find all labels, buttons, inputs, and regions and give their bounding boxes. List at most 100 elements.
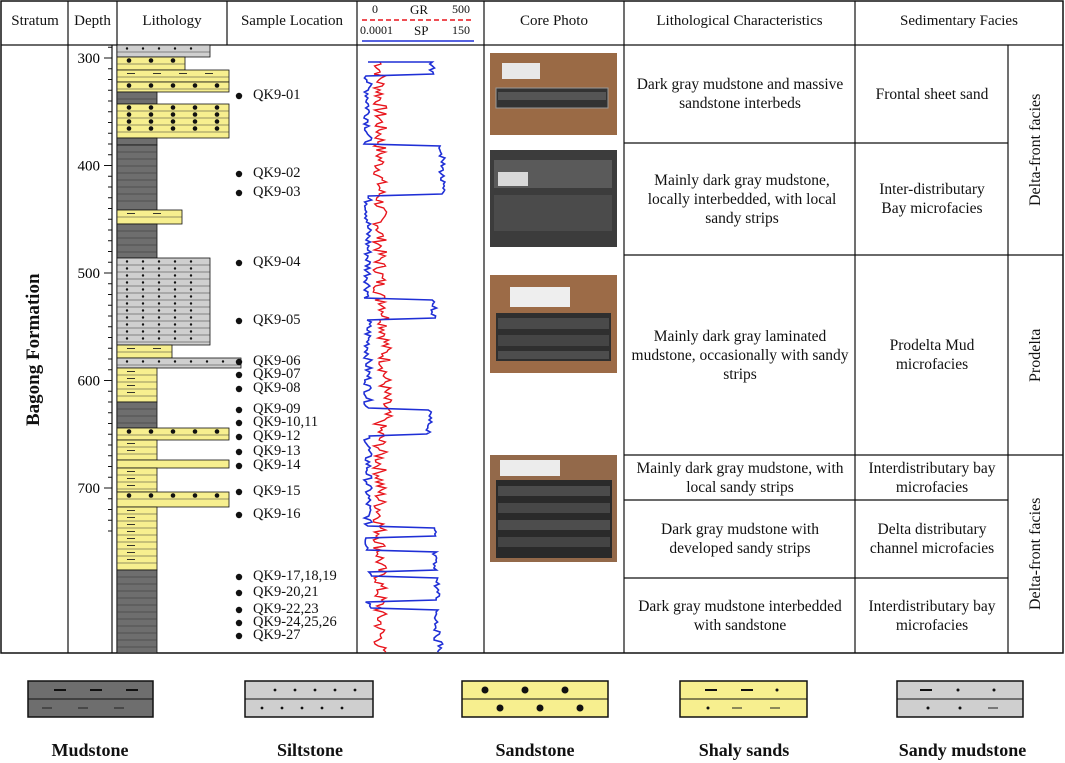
silt-grain bbox=[189, 323, 193, 326]
header-sedimentary-facies: Sedimentary Facies bbox=[900, 13, 1018, 29]
legend-sandy-mudstone: Sandy mudstone bbox=[898, 740, 1027, 760]
microfacies-6: Interdistributary bay microfacies bbox=[868, 597, 996, 634]
lithology-layer-mud bbox=[116, 137, 158, 146]
lithology-layer-shaly bbox=[116, 439, 158, 461]
sand-grain bbox=[192, 429, 198, 434]
sample-label: QK9-05 bbox=[253, 312, 301, 328]
silt-grain bbox=[157, 302, 161, 305]
core-photo-4 bbox=[490, 455, 617, 562]
sample-label: QK9-13 bbox=[253, 443, 301, 459]
sample-marker bbox=[235, 448, 243, 456]
microfacies-1: Frontal sheet sand bbox=[875, 85, 989, 103]
sand-grain bbox=[148, 119, 154, 124]
silt-grain bbox=[141, 295, 145, 298]
core-photo-1 bbox=[490, 53, 617, 135]
sand-grain bbox=[148, 58, 154, 63]
lithology-layer-mud bbox=[116, 401, 158, 429]
silt-grain bbox=[173, 323, 177, 326]
lithology-layer-mud bbox=[116, 223, 158, 259]
sample-label: QK9-15 bbox=[253, 483, 301, 499]
silt-grain bbox=[157, 316, 161, 319]
lithology-layer-shaly bbox=[116, 506, 158, 571]
silt-grain bbox=[173, 360, 177, 363]
silt-grain bbox=[141, 337, 145, 340]
silt-grain bbox=[125, 302, 129, 305]
lithology-layer-sand bbox=[116, 459, 230, 469]
header-stratum: Stratum bbox=[11, 13, 59, 29]
sand-grain bbox=[214, 112, 220, 117]
header-lithology: Lithology bbox=[142, 13, 202, 29]
silt-grain bbox=[141, 260, 145, 263]
sand-grain bbox=[126, 112, 132, 117]
lith-char-1: Dark gray mudstone and massive sandstone… bbox=[636, 76, 844, 112]
header-depth: Depth bbox=[74, 13, 111, 29]
header-core-photo: Core Photo bbox=[520, 13, 588, 29]
sp-label: SP bbox=[414, 23, 429, 38]
sand-grain bbox=[214, 119, 220, 124]
sample-label: QK9-16 bbox=[253, 506, 301, 522]
silt-grain bbox=[125, 267, 129, 270]
lithology-layer-mud bbox=[116, 569, 158, 654]
lithology-layer-siltlines bbox=[116, 257, 211, 346]
header-lithological-characteristics: Lithological Characteristics bbox=[656, 13, 823, 29]
sand-grain bbox=[148, 493, 154, 498]
sand-grain bbox=[192, 83, 198, 88]
silt-grain bbox=[189, 288, 193, 291]
silt-grain bbox=[173, 316, 177, 319]
silt-grain bbox=[157, 267, 161, 270]
sample-marker bbox=[235, 632, 243, 640]
sand-grain bbox=[170, 105, 176, 110]
lith-char-6: Dark gray mudstone interbedded with sand… bbox=[638, 597, 842, 634]
silt-grain bbox=[141, 330, 145, 333]
silt-grain bbox=[157, 337, 161, 340]
lith-char-2: Mainly dark gray mudstone, locally inter… bbox=[647, 171, 837, 227]
legend-sandstone: Sandstone bbox=[495, 740, 575, 760]
lithology-layer-mud bbox=[116, 91, 158, 105]
facies-delta-front-upper: Delta-front facies bbox=[1027, 93, 1044, 207]
silt-grain bbox=[173, 281, 177, 284]
depth-tick-label: 300 bbox=[78, 51, 101, 67]
sample-marker bbox=[235, 358, 243, 366]
sand-grain bbox=[148, 112, 154, 117]
silt-grain bbox=[173, 267, 177, 270]
silt-grain bbox=[125, 274, 129, 277]
sample-marker bbox=[235, 317, 243, 325]
sample-marker bbox=[235, 189, 243, 197]
sand-grain bbox=[192, 119, 198, 124]
silt-grain bbox=[141, 267, 145, 270]
lithology-layer-silt bbox=[116, 44, 211, 58]
sample-marker bbox=[235, 511, 243, 519]
silt-grain bbox=[125, 288, 129, 291]
silt-grain bbox=[189, 47, 193, 50]
silt-grain bbox=[189, 337, 193, 340]
lith-char-4: Mainly dark gray mudstone, with local sa… bbox=[636, 459, 844, 496]
lithology-layer-shaly bbox=[116, 367, 158, 403]
sample-label: QK9-03 bbox=[253, 184, 301, 200]
microfacies-4: Interdistributary bay microfacies bbox=[868, 459, 996, 496]
sample-marker bbox=[235, 606, 243, 614]
facies-delta-front-lower: Delta-front facies bbox=[1027, 497, 1044, 611]
sand-grain bbox=[126, 83, 132, 88]
sample-marker bbox=[235, 371, 243, 379]
sand-grain bbox=[126, 105, 132, 110]
silt-grain bbox=[141, 309, 145, 312]
silt-grain bbox=[125, 330, 129, 333]
lithology-layer-mud bbox=[116, 144, 158, 211]
microfacies-3: Prodelta Mud microfacies bbox=[889, 337, 975, 373]
silt-grain bbox=[173, 337, 177, 340]
silt-grain bbox=[141, 360, 145, 363]
legend-swatches bbox=[27, 680, 1024, 718]
sand-grain bbox=[214, 429, 220, 434]
silt-grain bbox=[125, 323, 129, 326]
silt-grain bbox=[157, 260, 161, 263]
silt-grain bbox=[173, 288, 177, 291]
sand-grain bbox=[148, 83, 154, 88]
sp-max-label: 150 bbox=[452, 23, 470, 37]
silt-grain bbox=[173, 260, 177, 263]
silt-grain bbox=[189, 267, 193, 270]
silt-grain bbox=[141, 288, 145, 291]
sand-grain bbox=[170, 119, 176, 124]
sample-marker bbox=[235, 573, 243, 581]
silt-grain bbox=[141, 281, 145, 284]
